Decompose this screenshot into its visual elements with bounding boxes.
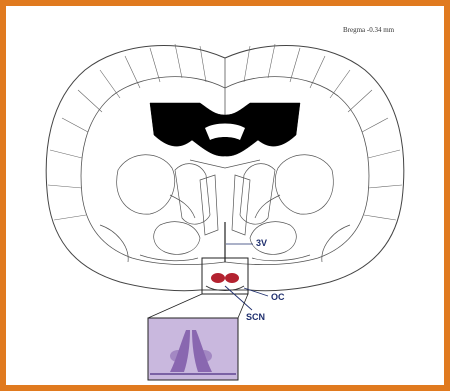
projection-line-left xyxy=(148,294,202,318)
label-oc: OC xyxy=(271,292,285,302)
scn-right xyxy=(225,273,239,283)
label-scn: SCN xyxy=(246,312,265,322)
scn-left xyxy=(211,273,225,283)
label-3v: 3V xyxy=(256,238,267,248)
histology-inset xyxy=(148,318,238,380)
